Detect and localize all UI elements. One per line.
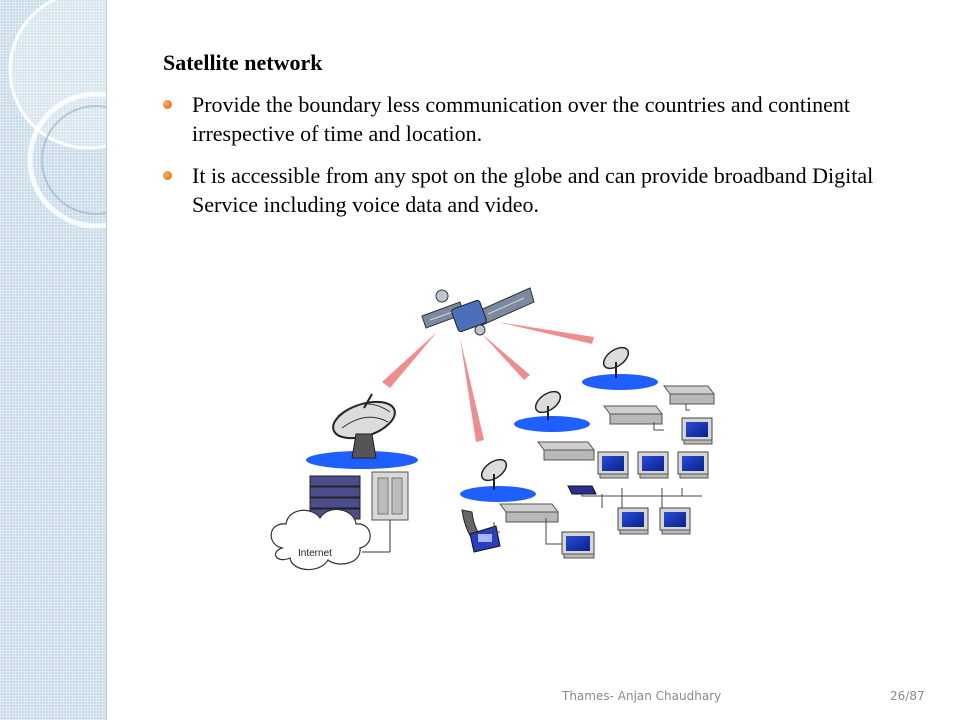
computer-icon [637,451,669,479]
internet-label: Internet [298,548,332,559]
satellite-dish-icon [514,390,590,432]
bullet-dot-icon [163,100,172,109]
computer-icon [617,507,649,535]
network-cables [493,404,702,545]
decorative-side-band [0,0,107,720]
computer-icon [677,451,709,479]
computer-icon [681,417,713,445]
satellite-dish-icon [582,346,658,390]
footer-author: Thames- Anjan Chaudhary [562,689,722,703]
bullet-list: Provide the boundary less communication … [163,90,883,232]
computer-icon [597,451,629,479]
signal-beams [382,322,594,442]
decorative-circles-graphic [8,0,106,229]
network-device-icon [499,385,715,523]
bullet-item: Provide the boundary less communication … [163,90,883,148]
bullet-dot-icon [163,171,172,180]
page-number: 26/87 [890,689,925,703]
telephone-icon [461,509,501,553]
server-rack-icon [309,471,409,521]
bullet-item: It is accessible from any spot on the gl… [163,161,883,219]
ground-station-main [306,393,418,469]
bullet-text: It is accessible from any spot on the gl… [192,163,874,217]
satellite-network-diagram: Internet [270,287,715,571]
slide-title: Satellite network [163,50,323,75]
internet-cloud-icon [270,508,391,571]
computer-icon [659,507,691,535]
satellite-icon [421,287,535,336]
satellite-dish-icon [460,458,536,502]
bullet-text: Provide the boundary less communication … [192,92,851,146]
computer-icon [561,531,595,559]
